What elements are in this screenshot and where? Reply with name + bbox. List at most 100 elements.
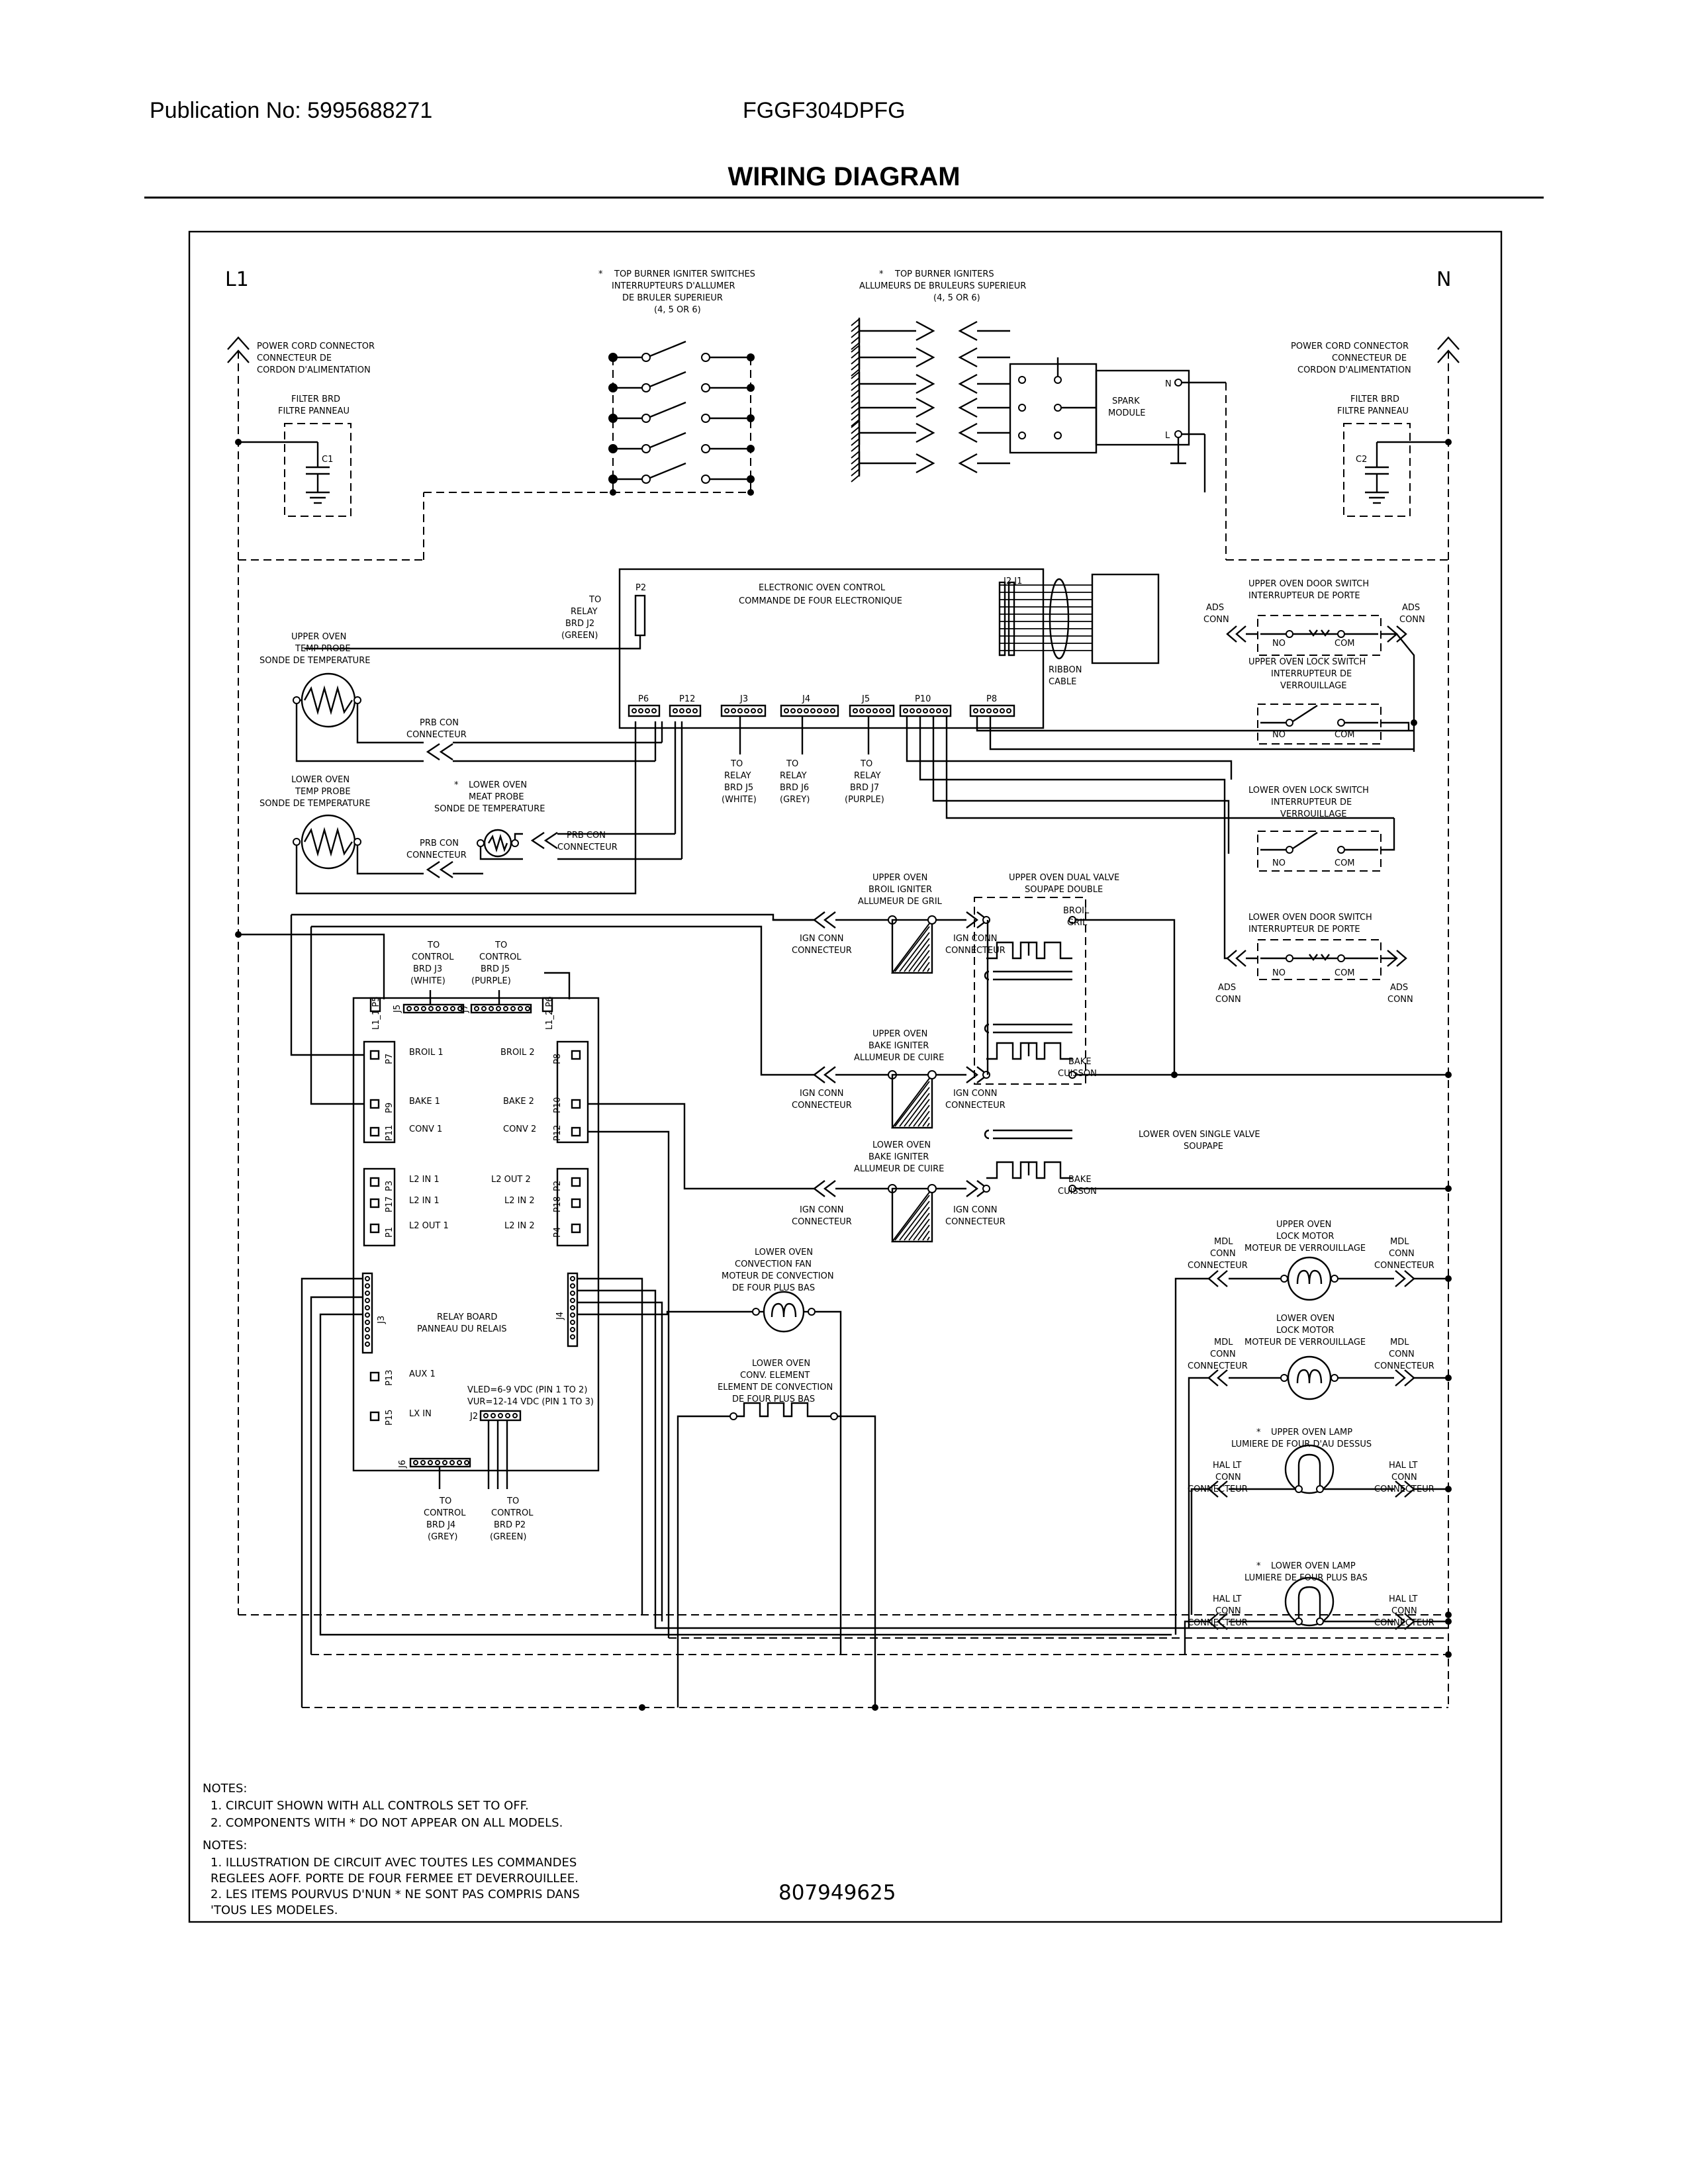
eoc-pin [737, 708, 743, 713]
valve-divider [993, 970, 1072, 981]
spark-module-label-2: MODULE [1108, 408, 1145, 418]
electronic-oven-control [305, 568, 1414, 917]
prb-con-upper-2: CONNECTEUR [406, 730, 467, 740]
upper-door-switch-label-2: INTERRUPTEUR DE PORTE [1248, 591, 1360, 601]
element-feed [677, 1415, 730, 1707]
lower-bake-igniter-2: BAKE IGNITER [868, 1152, 929, 1162]
mdl-connector-lr-2 [1395, 1369, 1406, 1387]
power-cord-label-l1-3: CORDON D'ALIMENTATION [257, 365, 371, 375]
igniter-hatch [851, 395, 860, 403]
relay-note-j5-2: RELAY [854, 771, 881, 781]
single-valve-cap [984, 1129, 990, 1140]
mdl-lr-1: MDL [1390, 1338, 1409, 1347]
relay-j2-strip [479, 1410, 522, 1422]
valve-common [1076, 919, 1176, 1075]
p10-lead-c [932, 716, 1230, 854]
mdl-connector-ur [1404, 1270, 1415, 1287]
n-junction [1445, 1071, 1452, 1078]
relay-pin-label-p2: P2 [553, 1181, 563, 1191]
relay-j3-pin [365, 1342, 370, 1347]
conv-element-label-3: ELEMENT DE CONVECTION [718, 1383, 833, 1392]
ign-conn-5a: IGN CONN [800, 1205, 844, 1215]
oven-igniters [235, 897, 1452, 1638]
ads-wire-ur [1381, 633, 1415, 752]
relay-j4-pin [570, 1283, 575, 1289]
relay-p5-label: L1_1 P5 [371, 996, 381, 1030]
conv-element-label-4: DE FOUR PLUS BAS [732, 1394, 815, 1404]
relay-j3-pin [365, 1334, 370, 1340]
lower-oven-lamp-term-l [1295, 1617, 1303, 1625]
lower-probe-label-2: TEMP PROBE [295, 787, 351, 797]
relay-pin-label-p18: P18 [553, 1197, 563, 1212]
top-burner-igniter [851, 395, 1010, 427]
lower-lock-motor [1229, 1355, 1394, 1400]
eoc-pin [823, 708, 829, 713]
upper-broil-igniter-conn-l2 [823, 911, 836, 929]
sw1-no: NO [1272, 639, 1286, 649]
upper-oven-lamp-bulb [1284, 1444, 1335, 1494]
upper-broil-igniter-hatch-line [908, 944, 930, 972]
meat-probe-label-1: LOWER OVEN [469, 780, 527, 790]
relay-j3-pin [365, 1320, 370, 1325]
relay-j5-pin [450, 1006, 455, 1011]
to-p2-3: BRD P2 [494, 1520, 526, 1530]
lower-bake-igniter-1: LOWER OVEN [872, 1140, 931, 1150]
eoc-port-p12: P12 [679, 694, 695, 704]
relay-j3-pin [365, 1327, 370, 1332]
ads-conn-lr-1: ADS [1390, 983, 1408, 993]
relay-j6-pin [464, 1460, 469, 1465]
mdl-ur-1: MDL [1390, 1237, 1409, 1247]
relay-j7-pin [489, 1006, 494, 1011]
relay-j5-label: J5 [393, 1005, 402, 1013]
relay-j3-pin [365, 1276, 370, 1281]
igniters-label-2: ALLUMEURS DE BRULEURS SUPERIEUR [859, 281, 1026, 291]
eoc-pin [859, 708, 865, 713]
filter-brd-left-2: FILTRE PANNEAU [278, 406, 350, 416]
upper-broil-igniter-hatch-line [899, 932, 930, 972]
lower-lock-switch-label-2: INTERRUPTEUR DE [1271, 797, 1352, 807]
relay-pin-left [369, 1177, 380, 1187]
igniter-hatch [851, 401, 860, 409]
eoc-pin [751, 708, 756, 713]
eoc-p2-note-1: TO [588, 595, 601, 605]
broil-feed [291, 913, 814, 921]
switch-terminal-dot [609, 384, 617, 392]
mdl-connector-ul-2 [1217, 1270, 1228, 1287]
eoc-p2-note-2: RELAY [571, 607, 598, 617]
l1-label: L1 [225, 268, 249, 291]
upper-broil-igniter-1: UPPER OVEN [872, 873, 927, 883]
upper-bake-igniter-conn-l2 [823, 1066, 836, 1083]
relay-j4-connector [567, 1272, 579, 1347]
rb-left-label-2: CONV 1 [409, 1124, 442, 1134]
j4-harness-3 [577, 1301, 663, 1621]
upper-bake-igniter-2: BAKE IGNITER [868, 1041, 929, 1051]
upper-lock-switch-label-1: UPPER OVEN LOCK SWITCH [1248, 657, 1366, 667]
switch-bus-dot [610, 489, 616, 496]
eoc-port-j5: J5 [861, 694, 870, 704]
spark-module-label-1: SPARK [1112, 396, 1140, 406]
lower-door-switch-actuator [1309, 954, 1318, 961]
lower-oven-lamp-bulb [1284, 1576, 1335, 1627]
n-dot [1445, 1275, 1452, 1282]
prb-con-upper-1: PRB CON [420, 718, 459, 728]
eoc-pin [744, 708, 749, 713]
upper-temp-probe [293, 672, 424, 762]
filter-brd-right-2: FILTRE PANNEAU [1337, 406, 1409, 416]
filter-board-right [1343, 423, 1452, 517]
lower-lock-out [1381, 818, 1395, 851]
mdl-connector-ll-2 [1217, 1369, 1228, 1387]
upper-lock-switch [1257, 704, 1382, 745]
valve-junction [1171, 1071, 1178, 1078]
mdl-ul-1: MDL [1214, 1237, 1233, 1247]
igniter-tip [915, 347, 935, 368]
spark-module [1009, 357, 1226, 492]
ribbon-connector-j2 [998, 581, 1006, 657]
eoc-port-j4: J4 [802, 694, 810, 704]
relay-board-title: RELAY BOARD [437, 1312, 497, 1322]
lower-bake-igniter-hatch [891, 1187, 933, 1242]
relay-pin-right [571, 1223, 581, 1234]
rb-right-label-2: CONV 2 [503, 1124, 536, 1134]
junction-dot [1411, 719, 1417, 726]
eoc-pin [910, 708, 915, 713]
relay-j5-strip [402, 1003, 465, 1014]
